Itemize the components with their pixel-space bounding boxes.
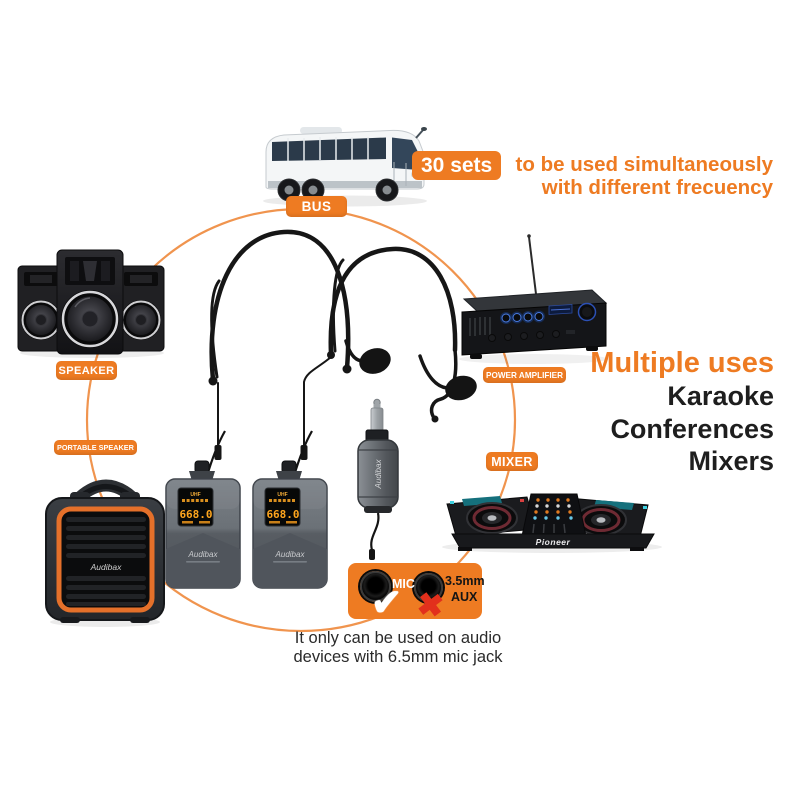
speaker-stack-illustration: [17, 249, 165, 358]
mic-foam-left: [359, 348, 391, 374]
power-amplifier-illustration: [459, 234, 609, 364]
mic-jack-label: MIC: [392, 577, 415, 591]
headline-text: to be used simultaneously with different…: [516, 153, 773, 199]
tag-speaker: SPEAKER: [56, 361, 117, 380]
bus-wheels: [277, 178, 399, 202]
uses-title: Multiple uses: [590, 347, 774, 379]
dj-mixer-illustration: Pioneer: [442, 493, 662, 553]
tag-bus: BUS: [286, 196, 347, 217]
compatibility-note: It only can be used on audio devices wit…: [291, 629, 505, 667]
portable-speaker-brand: Audibax: [90, 562, 122, 572]
uses-block: Multiple uses Karaoke Conferences Mixers: [590, 346, 774, 478]
check-icon: ✔: [371, 582, 403, 623]
tag-mixer: MIXER: [486, 452, 538, 471]
mixer-brand: Pioneer: [536, 537, 571, 547]
headset-mic-right: [300, 246, 477, 460]
note-line2: devices with 6.5mm mic jack: [293, 648, 503, 666]
headline-line2: with different frecuency: [541, 176, 773, 199]
uses-item-karaoke: Karaoke: [667, 381, 774, 411]
bodypack-frequency-display: 668.0: [179, 508, 212, 521]
bus-illustration: [263, 127, 427, 207]
plug-receiver-illustration: Audibax: [357, 398, 399, 560]
bodypack-transmitter-right: [251, 429, 329, 590]
amplifier-led-knobs: [500, 310, 545, 324]
jack-compatibility-panel: MIC 3.5mm AUX: [348, 563, 485, 619]
bodypack-band-label: UHF: [190, 492, 200, 498]
bodypack-transmitter-left: UHF 668.0 Audibax: [165, 430, 241, 589]
tag-portable-speaker: PORTABLE SPEAKER: [54, 440, 137, 455]
portable-speaker-grill: [66, 517, 146, 606]
uses-item-conferences: Conferences: [610, 413, 774, 444]
mic-foam-right: [445, 375, 477, 401]
mic-jack-icon: [360, 571, 391, 602]
sets-count-badge: 30 sets: [412, 151, 502, 180]
portable-speaker-illustration: Audibax: [45, 479, 165, 627]
note-line1: It only can be used on audio: [294, 629, 502, 647]
aux-jack-size-label: 3.5mm: [445, 574, 485, 588]
headset-mic-left: [208, 229, 391, 460]
bodypack-brand: Audibax: [188, 550, 219, 559]
aux-jack-icon: [414, 573, 443, 602]
headline-line1: to be used simultaneously: [515, 153, 773, 176]
cross-icon: ✖: [414, 585, 447, 625]
tag-power-amplifier: POWER AMPLIFIER: [483, 367, 567, 383]
aux-jack-label: AUX: [451, 590, 478, 604]
mixer-knobs: [533, 498, 573, 520]
uses-item-mixers: Mixers: [688, 446, 774, 476]
receiver-brand: Audibax: [374, 459, 383, 490]
